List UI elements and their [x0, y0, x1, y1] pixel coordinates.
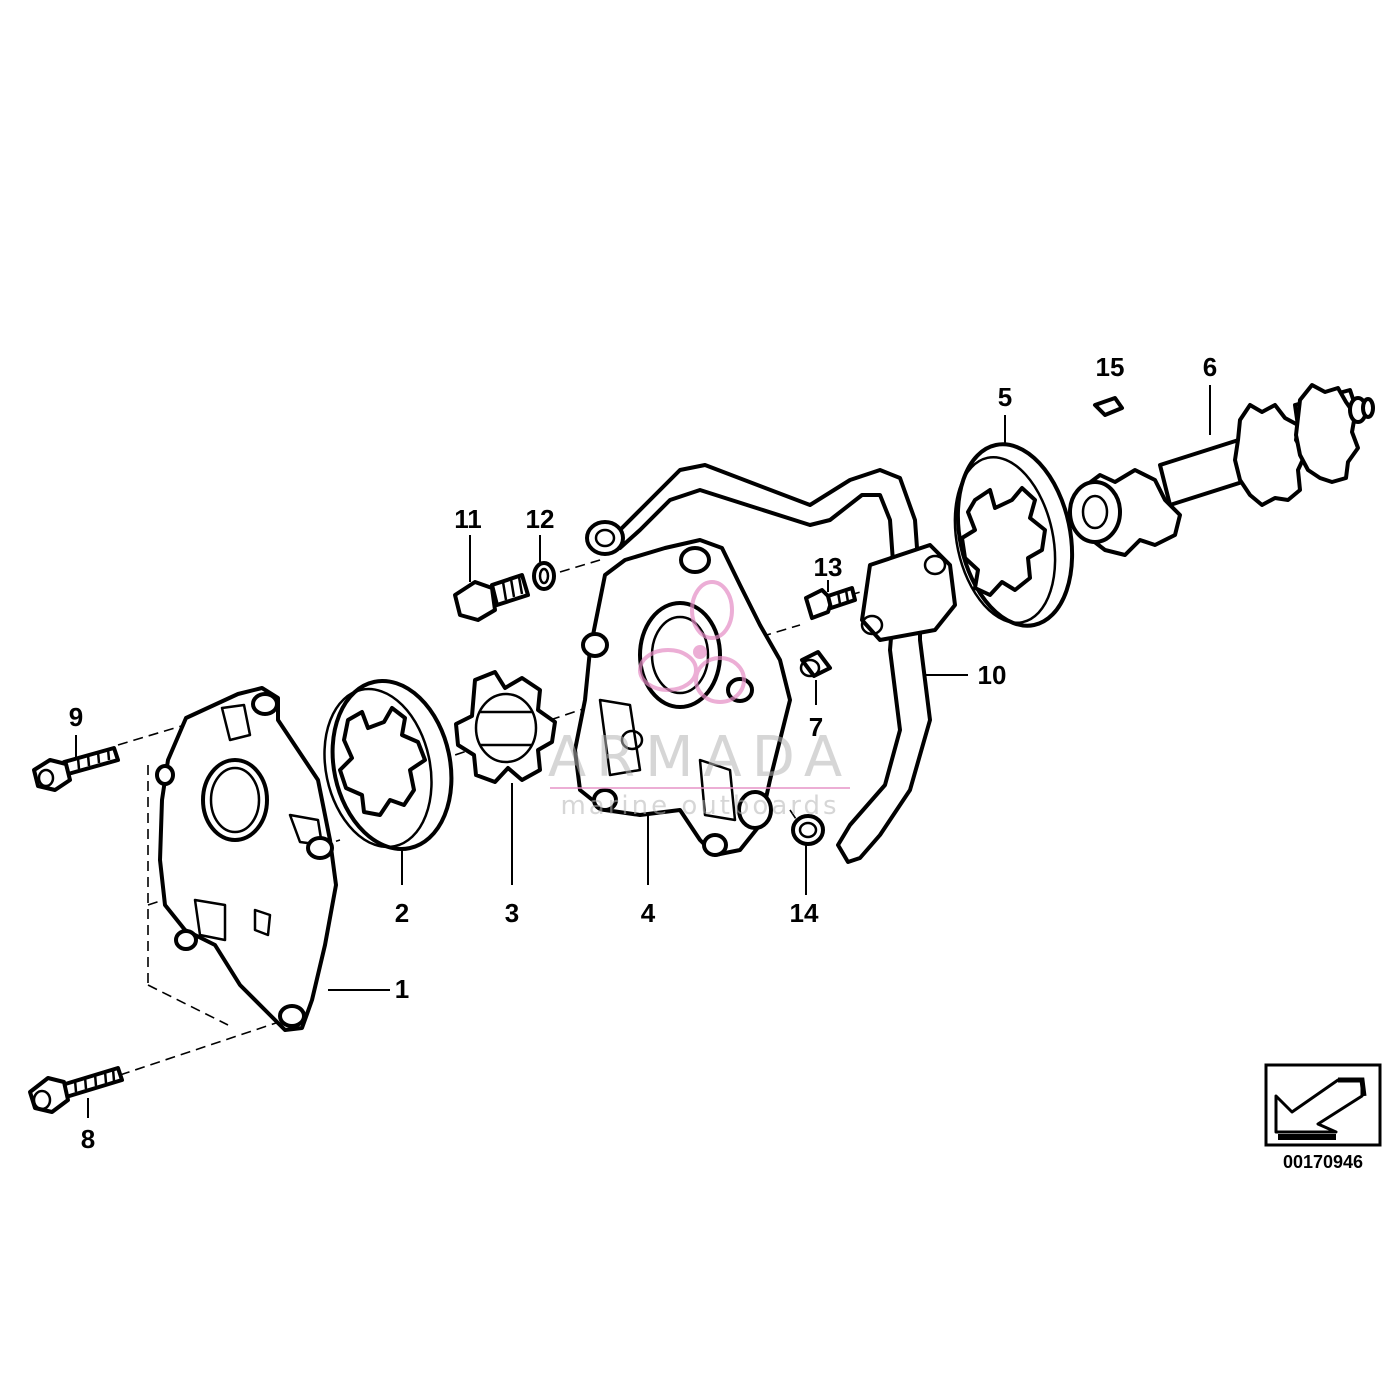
- part-3-inner-rotor: [454, 670, 557, 784]
- front-direction-arrow-icon: [1264, 1063, 1382, 1147]
- part-12-sealing-ring: [532, 561, 556, 591]
- callout-1: 1: [395, 974, 409, 1004]
- callout-7: 7: [809, 712, 823, 742]
- callout-13: 13: [814, 552, 843, 582]
- callout-15: 15: [1096, 352, 1125, 382]
- callout-3: 3: [505, 898, 519, 928]
- watermark-brand: ARMADA: [548, 725, 852, 790]
- callout-8: 8: [81, 1124, 95, 1154]
- callout-2: 2: [395, 898, 409, 928]
- part-4-pump-housing: [573, 538, 792, 857]
- part-1-pump-cover: [155, 686, 338, 1032]
- callout-9: 9: [69, 702, 83, 732]
- part-8-bolt: [28, 1066, 124, 1114]
- part-11-hollow-bolt: [453, 573, 530, 622]
- part-13-screw: [804, 586, 857, 620]
- callout-labels: 1 2 3 4 5 6 7 8 9 10 11 12 13 14 15: [69, 352, 1217, 1154]
- callout-14: 14: [790, 898, 819, 928]
- callout-10: 10: [978, 660, 1007, 690]
- callout-11: 11: [454, 504, 482, 534]
- document-number: 00170946: [1283, 1152, 1363, 1172]
- part-10-oil-pipe: [585, 463, 957, 864]
- part-7-plug: [799, 650, 832, 678]
- part-14-o-ring: [791, 814, 825, 846]
- callout-4: 4: [641, 898, 656, 928]
- part-6-pump-shaft: [1068, 383, 1375, 557]
- leader-lines: [75, 385, 1211, 1118]
- callout-12: 12: [526, 504, 555, 534]
- callout-6: 6: [1203, 352, 1217, 382]
- part-9-bolt: [32, 746, 120, 792]
- callout-5: 5: [998, 382, 1012, 412]
- part-5-rotor-ring: [953, 442, 1075, 628]
- armada-watermark: ARMADA marine outboards: [548, 580, 852, 821]
- part-2-outer-rotor: [323, 678, 454, 852]
- watermark-logo-icon: [638, 580, 746, 704]
- watermark-tagline: marine outboards: [560, 791, 839, 821]
- part-15-woodruff-key: [1093, 396, 1124, 417]
